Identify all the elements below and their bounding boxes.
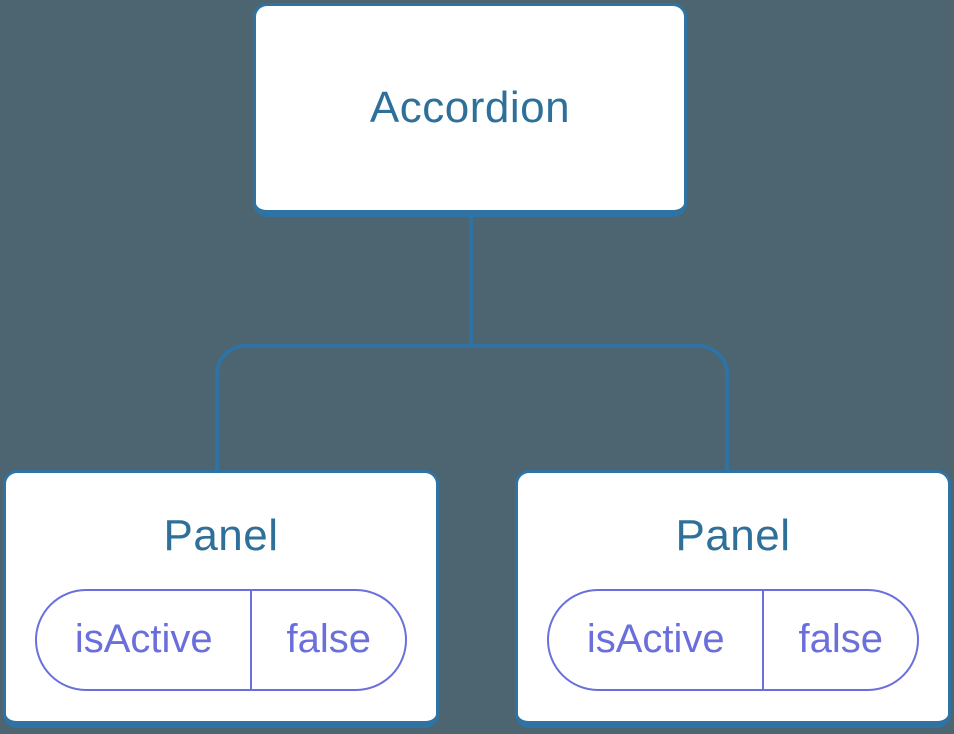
panel-node-left: Panel isActive false (3, 470, 439, 728)
state-value: false (286, 617, 371, 662)
state-name: isActive (549, 590, 765, 689)
state-pill-right: isActive false (547, 588, 919, 691)
panel-node-right-label: Panel (675, 511, 791, 560)
connector-stem-line (469, 213, 473, 347)
connector-branch-line (215, 344, 729, 472)
panel-node-right: Panel isActive false (515, 470, 951, 728)
accordion-node-label: Accordion (369, 83, 571, 132)
accordion-node: Accordion (253, 3, 687, 217)
state-name: isActive (37, 590, 253, 689)
state-pill-left: isActive false (35, 588, 407, 691)
state-value: false (798, 617, 883, 662)
panel-node-left-label: Panel (163, 511, 279, 560)
